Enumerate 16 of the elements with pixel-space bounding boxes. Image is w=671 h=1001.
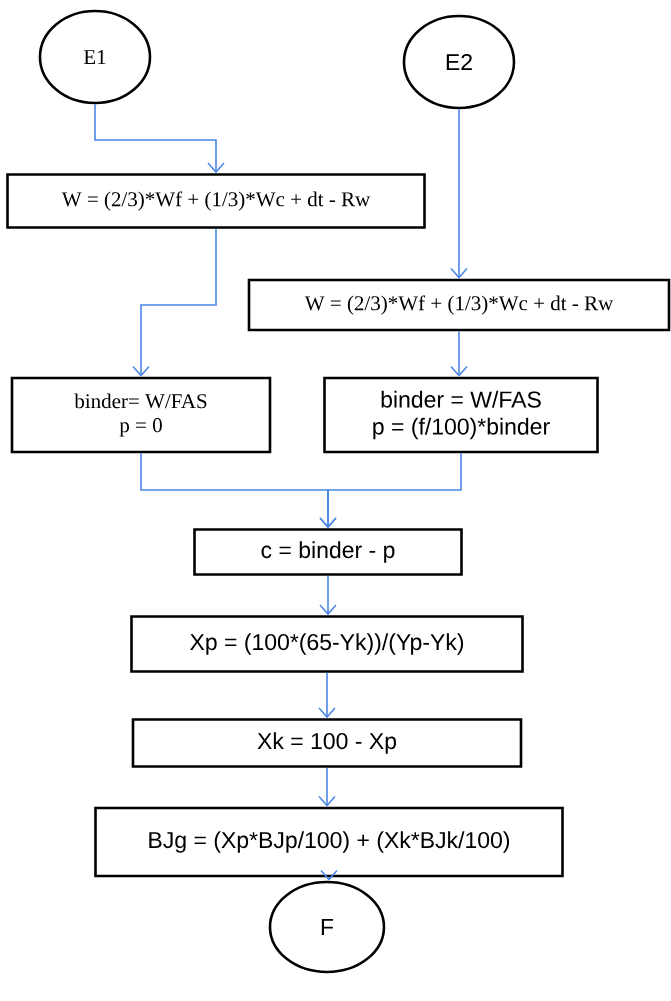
process-box: binder= W/FAS p = 0	[10, 376, 272, 454]
process-box: W = (2/3)*Wf + (1/3)*Wc + dt - Rw	[6, 173, 426, 229]
arrow	[450, 108, 468, 279]
arrow	[318, 672, 336, 719]
process-box: BJg = (Xp*BJp/100) + (Xk*BJk/100)	[94, 806, 564, 878]
process-box: Xp = (100*(65-Yk))/(Yp-Yk)	[130, 615, 524, 673]
arrow	[318, 767, 336, 807]
arrow	[450, 330, 468, 377]
arrow	[319, 575, 337, 616]
arrow	[132, 228, 217, 377]
process-box: W = (2/3)*Wf + (1/3)*Wc + dt - Rw	[247, 278, 671, 332]
arrow	[94, 103, 225, 174]
process-box: Xk = 100 - Xp	[131, 718, 523, 768]
arrow	[319, 452, 462, 529]
process-box: binder = W/FAS p = (f/100)*binder	[323, 376, 599, 454]
process-box: c = binder - p	[193, 528, 463, 576]
